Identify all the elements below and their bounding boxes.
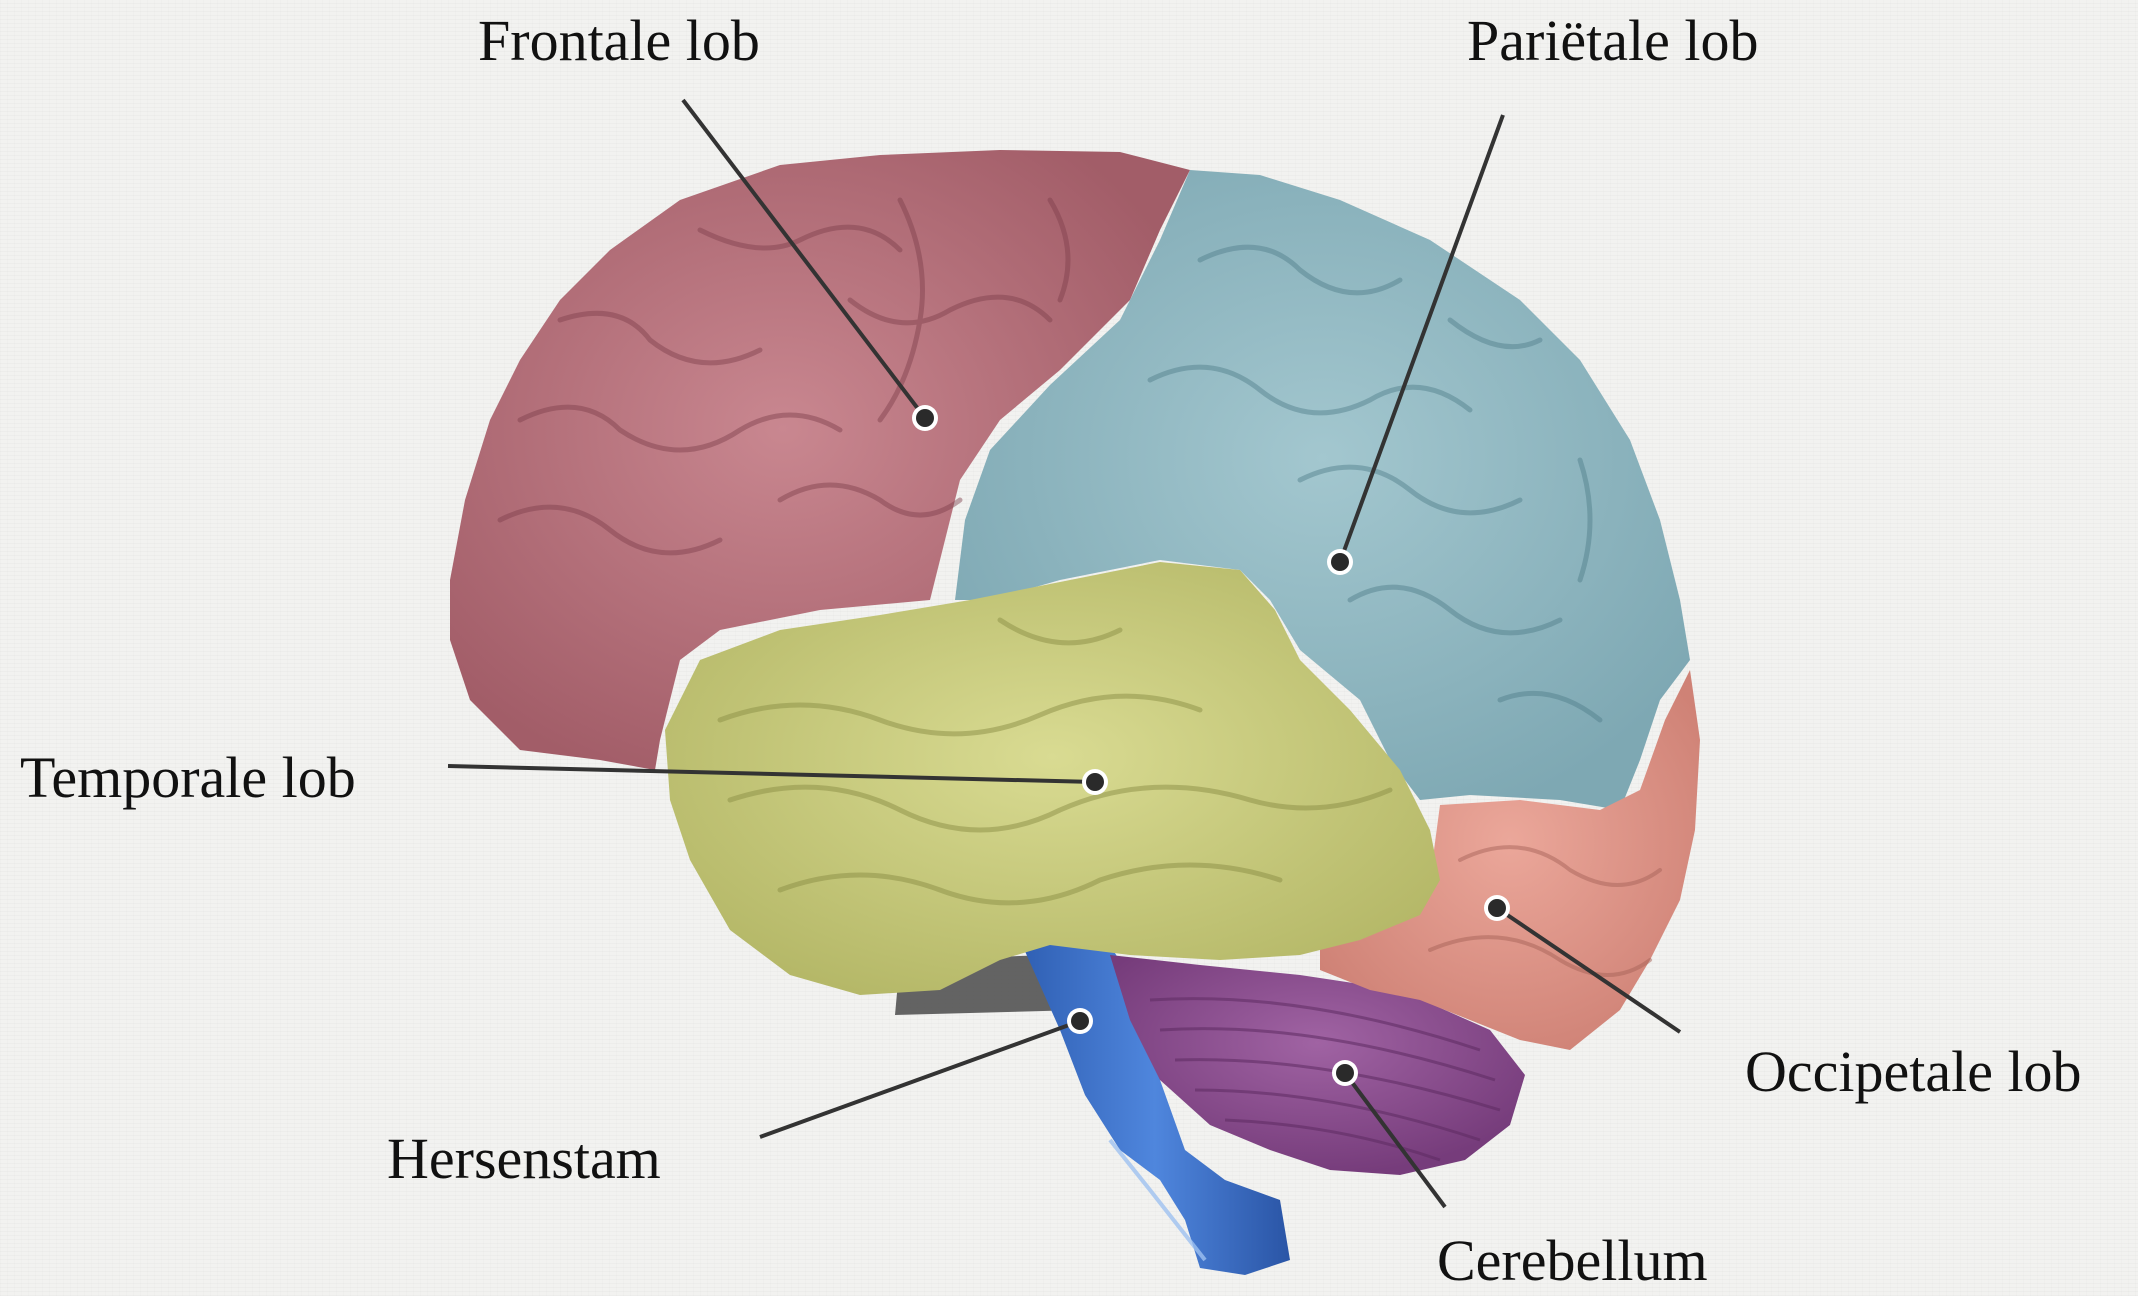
pointer-dot-parietal <box>1331 553 1349 571</box>
leader-line-brainstem <box>760 1021 1080 1137</box>
label-cerebellum: Cerebellum <box>1437 1232 1708 1290</box>
label-parietal-lobe: Pariëtale lob <box>1467 12 1759 70</box>
pointer-dot-frontal <box>916 409 934 427</box>
label-brainstem: Hersenstam <box>387 1130 661 1188</box>
pointer-dot-occipital <box>1488 899 1506 917</box>
label-occipital-lobe: Occipetale lob <box>1745 1043 2082 1101</box>
pointer-dot-temporal <box>1086 773 1104 791</box>
pointer-dot-cerebellum <box>1336 1064 1354 1082</box>
label-frontal-lobe: Frontale lob <box>478 12 760 70</box>
label-temporal-lobe: Temporale lob <box>20 749 356 807</box>
pointer-dot-brainstem <box>1071 1012 1089 1030</box>
